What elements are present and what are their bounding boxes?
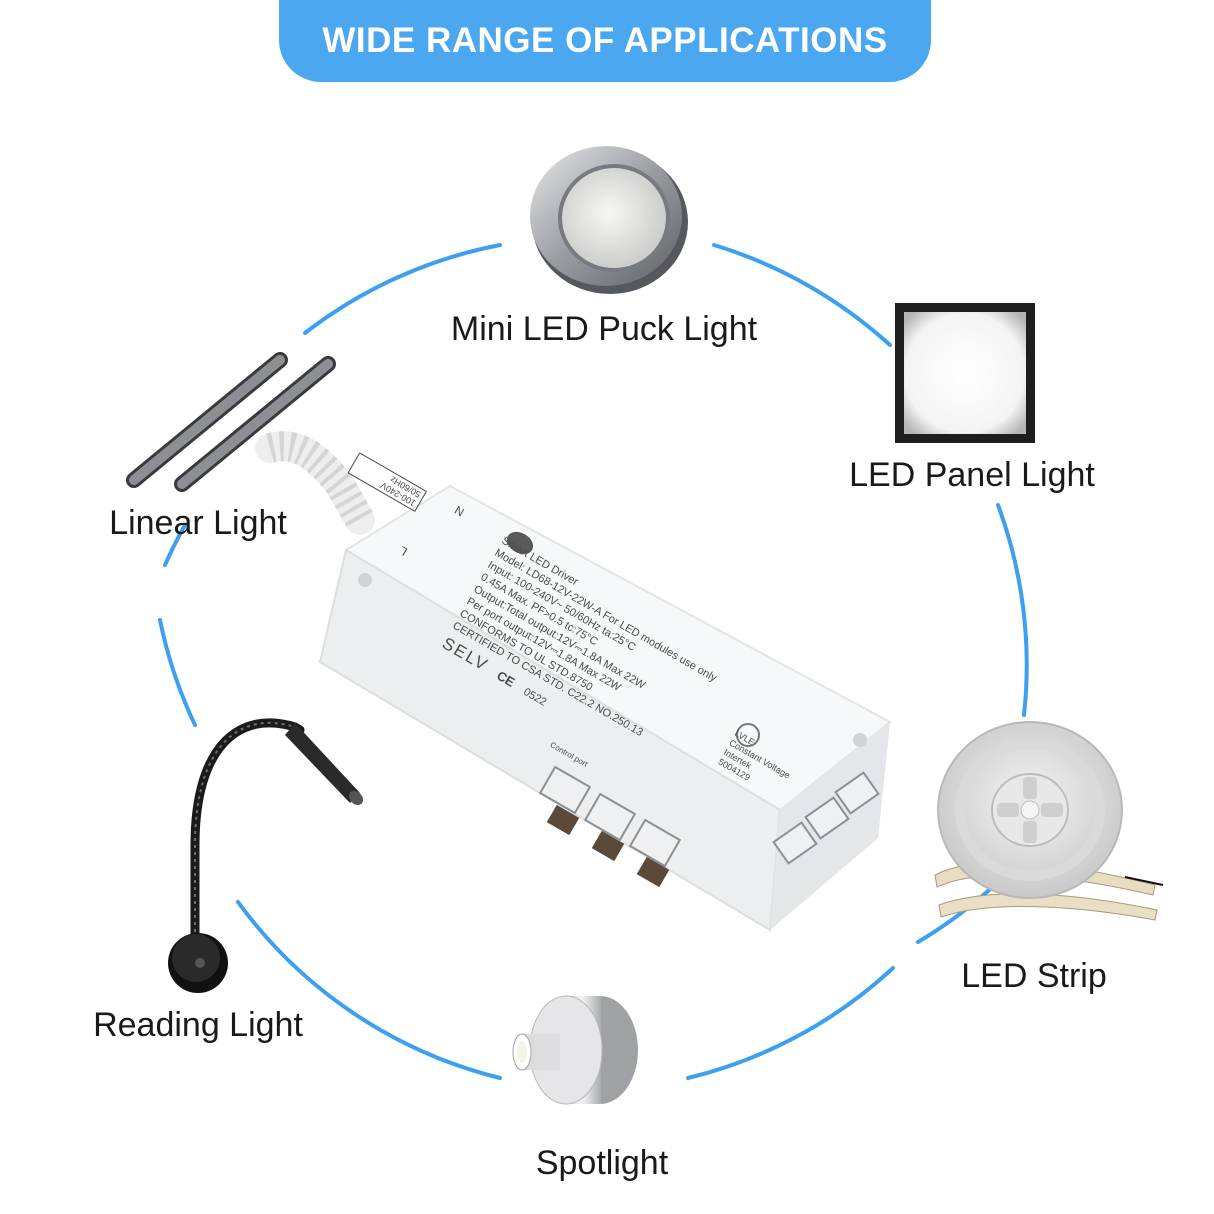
reading-light-icon	[168, 718, 364, 993]
spotlight-icon	[512, 995, 638, 1105]
led-driver-product: Smart LED Driver Model: LD68-12V-22W-A F…	[250, 430, 930, 950]
puck-light-icon	[530, 146, 688, 294]
label-reading-light: Reading Light	[93, 1006, 303, 1044]
ring-arc-left-lower	[158, 618, 197, 727]
header-banner: WIDE RANGE OF APPLICATIONS	[279, 0, 931, 82]
ring-arc-top-right	[712, 243, 892, 347]
label-led-strip: LED Strip	[961, 957, 1107, 995]
ring-arc-left-upper	[163, 523, 187, 567]
ring-arc-right-upper	[996, 503, 1029, 717]
panel-light-icon	[895, 303, 1035, 443]
ring-arc-bottom-right	[686, 966, 895, 1080]
label-spotlight: Spotlight	[535, 1144, 669, 1182]
banner-title: WIDE RANGE OF APPLICATIONS	[322, 21, 888, 60]
label-panel-light: LED Panel Light	[849, 456, 1095, 494]
led-strip-icon	[934, 721, 1164, 921]
driver-body	[255, 431, 892, 932]
label-linear-light: Linear Light	[109, 504, 287, 542]
label-puck-light: Mini LED Puck Light	[450, 310, 758, 348]
linear-light-icon	[126, 352, 336, 492]
ring-arc-top-left	[303, 243, 502, 335]
ring-arc-bottom-left	[236, 900, 502, 1080]
